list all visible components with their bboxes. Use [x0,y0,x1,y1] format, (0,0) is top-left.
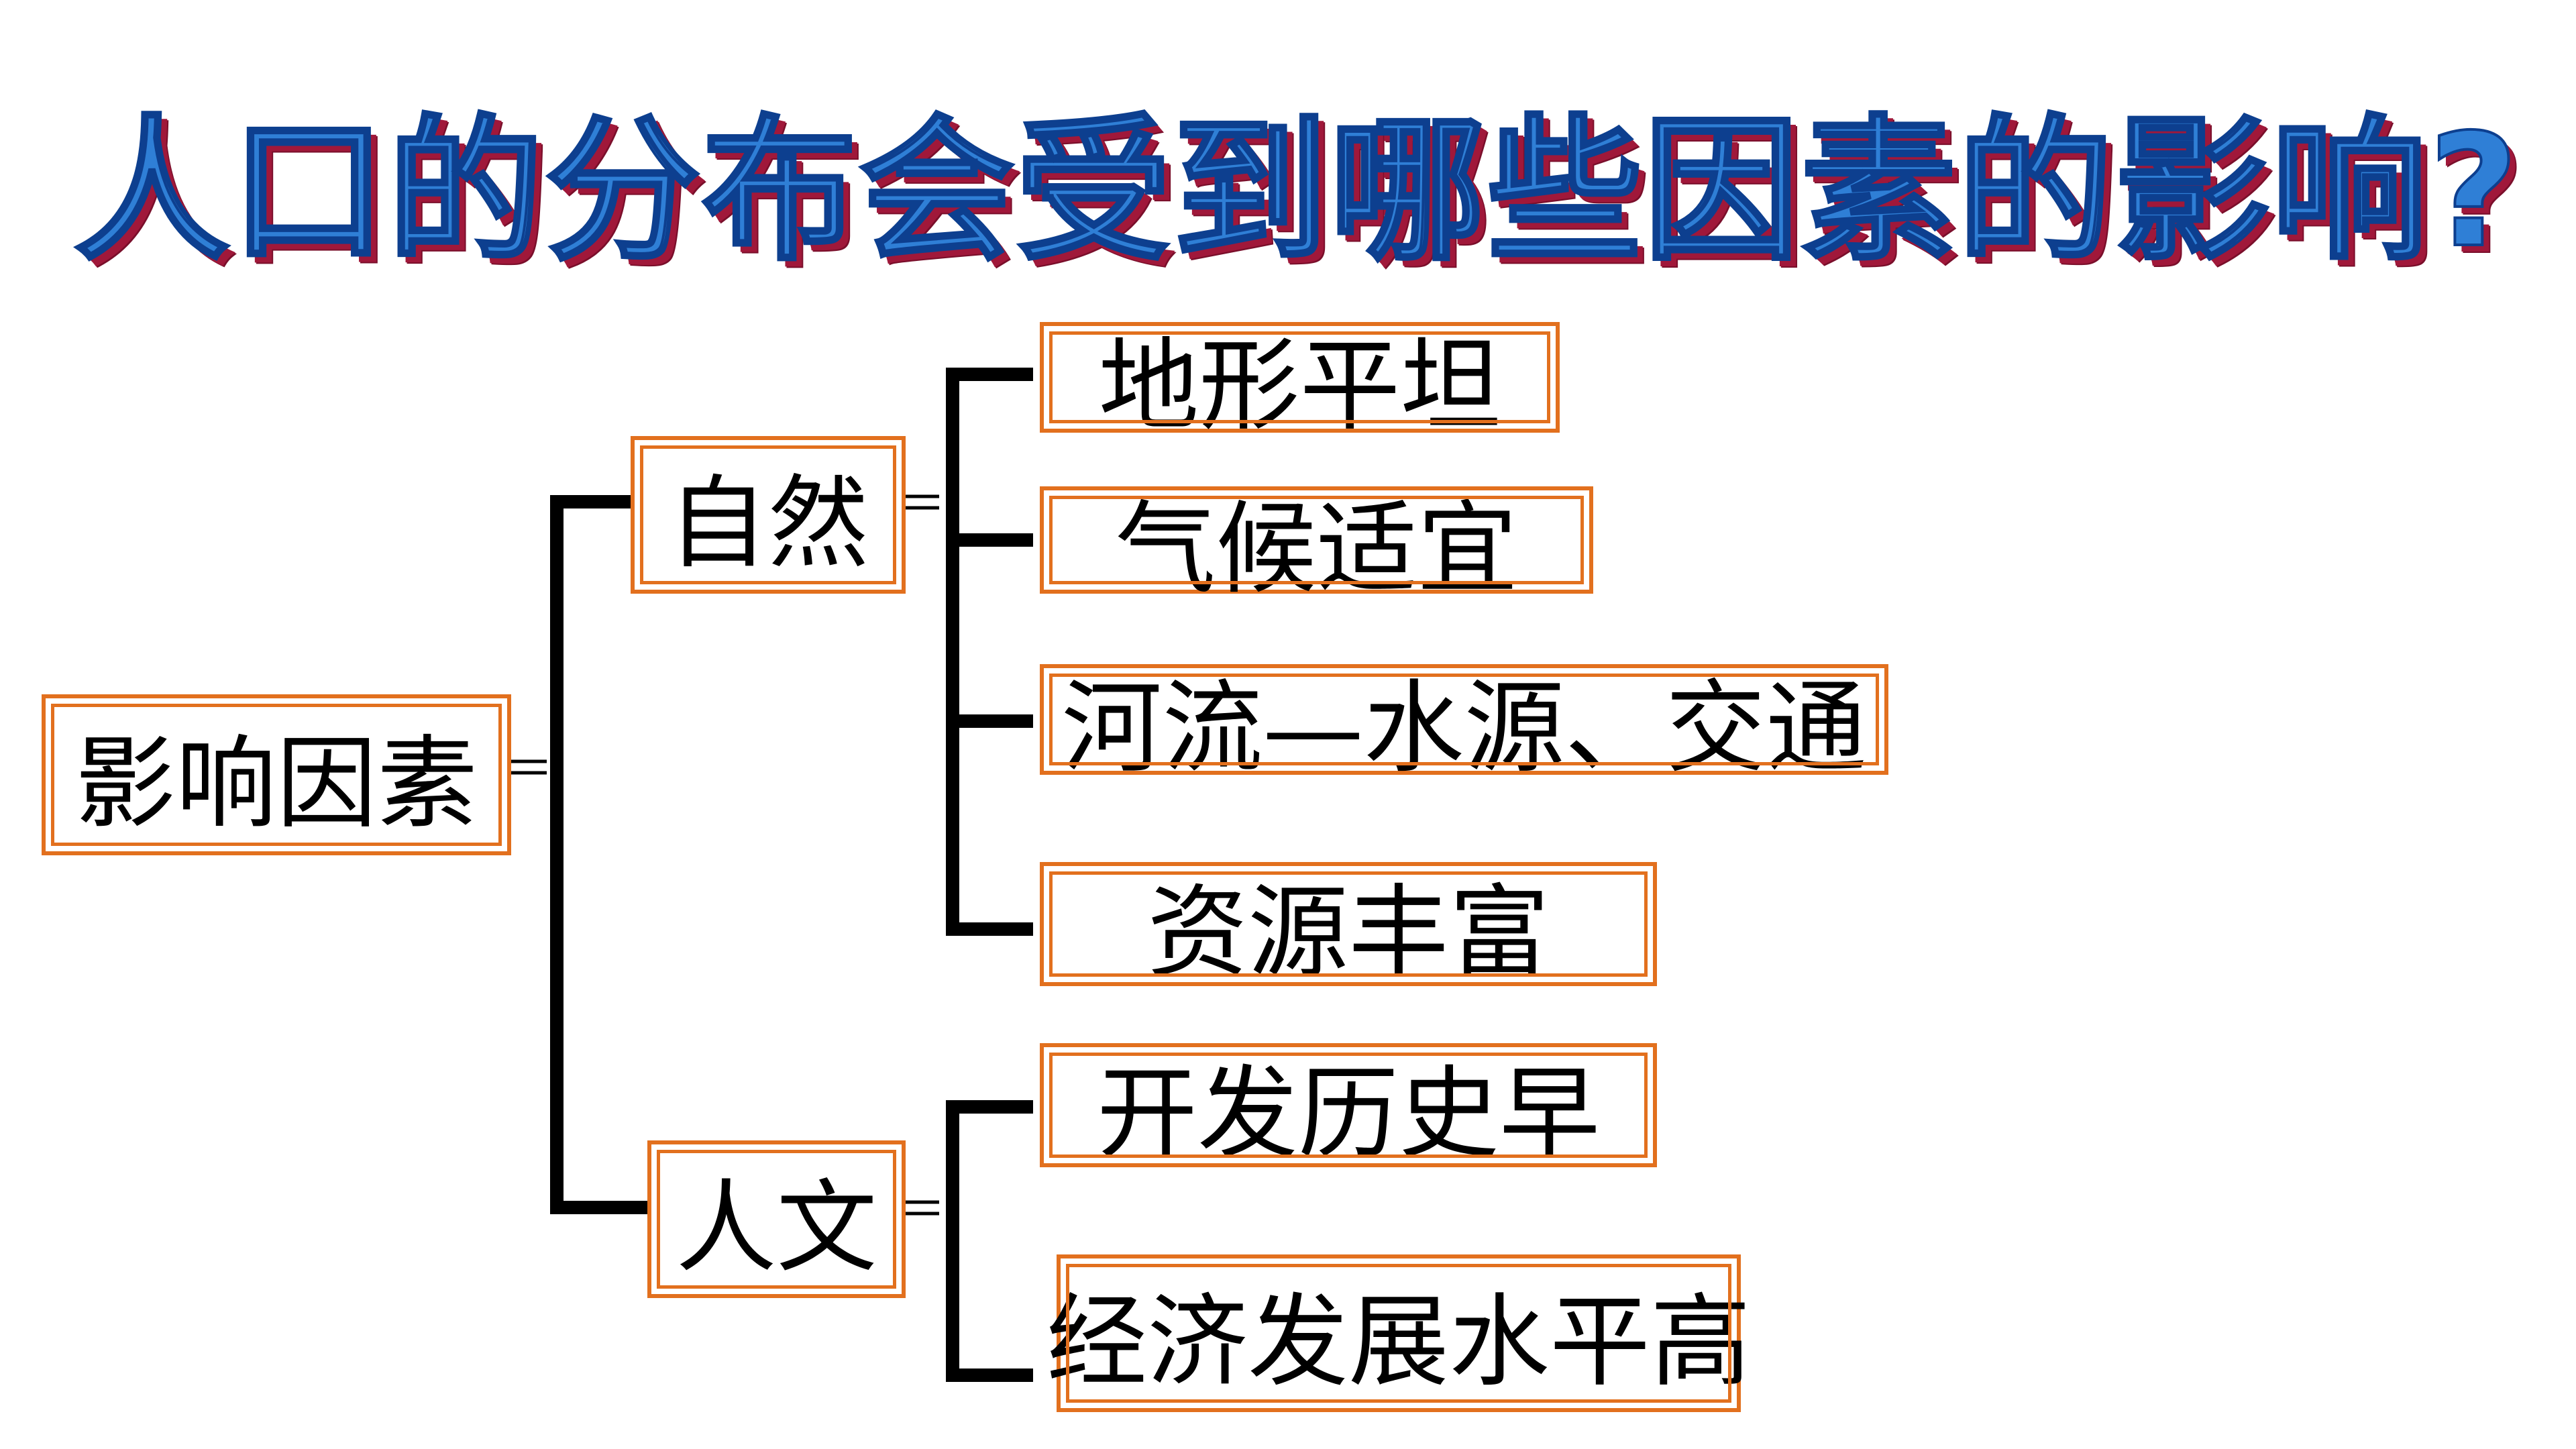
branch-node-human-label: 人文 [676,1170,877,1287]
branch-node-natural: 自然 [631,436,906,594]
leaf-node-rivers-label: 河流—水源、交通 [1061,670,1867,787]
leaf-node-resources-label: 资源丰富 [1146,875,1550,991]
leaf-node-terrain: 地形平坦 [1040,322,1560,445]
leaf-node-climate: 气候适宜 [1040,486,1593,608]
root-node: 影响因素 [42,694,511,855]
root-node-label: 影响因素 [74,725,478,843]
leaf-node-resources: 资源丰富 [1040,862,1657,991]
leaf-node-history: 开发历史早 [1040,1043,1657,1173]
leaf-node-economy: 经济发展水平高 [1046,1254,1752,1412]
leaf-node-terrain-label: 地形平坦 [1098,328,1501,445]
leaf-node-economy-label: 经济发展水平高 [1046,1284,1752,1401]
leaf-node-history-label: 开发历史早 [1096,1056,1600,1173]
branch-node-natural-label: 自然 [667,466,869,582]
leaf-node-rivers: 河流—水源、交通 [1040,664,1888,787]
leaf-node-climate-label: 气候适宜 [1115,490,1518,608]
branch-node-human: 人文 [647,1140,906,1298]
